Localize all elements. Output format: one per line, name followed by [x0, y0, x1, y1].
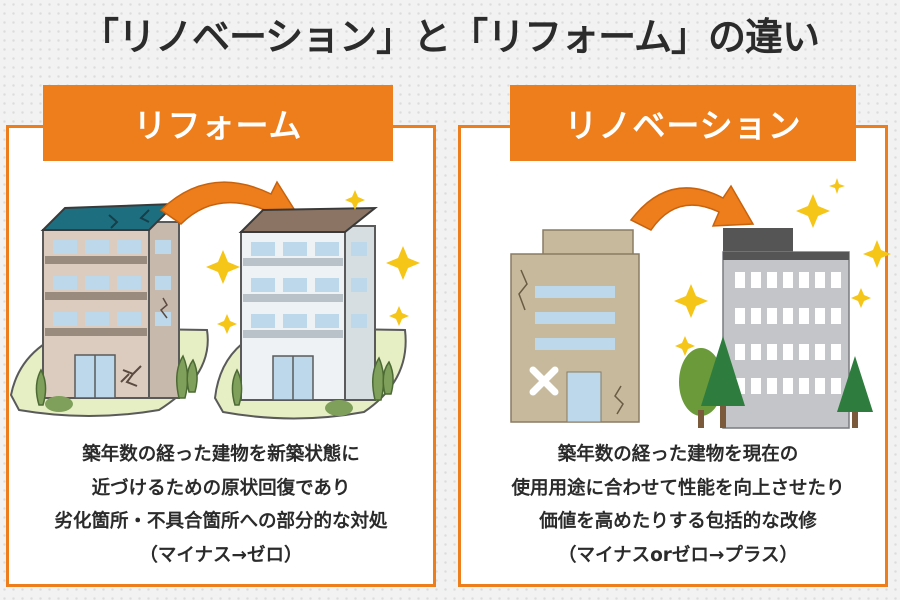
arrow-icon: [629, 184, 755, 231]
sparkle-icon: [206, 190, 420, 334]
renovation-heading: リノベーション: [510, 85, 856, 161]
renovation-line-2: 使用用途に合わせて性能を向上させたり: [511, 477, 845, 499]
reform-line-2: 近づけるための原状回復であり: [91, 477, 351, 499]
renovation-line-3: 価値を高めたりする包括的な改修: [539, 511, 817, 532]
reform-description: 築年数の経った建物を新築状態に 近づけるための原状回復であり 劣化箇所・不具合箇…: [9, 438, 433, 572]
renovation-line-1: 築年数の経った建物を現在の: [557, 444, 799, 465]
new-building-icon: [722, 228, 850, 429]
old-apartment-icon: [35, 202, 198, 412]
page-title: 「リノベーション」と「リフォーム」の違い: [80, 15, 820, 59]
reform-heading: リフォーム: [43, 85, 393, 161]
renewed-apartment-icon: [231, 206, 394, 416]
sparkle-icon: [674, 178, 891, 356]
renovation-line-4: （マイナスorゼロ→プラス）: [557, 544, 799, 566]
old-building-icon: [510, 229, 640, 423]
reform-line-4: （マイナス→ゼロ）: [139, 544, 303, 566]
renovation-illustration: [510, 178, 891, 429]
reform-line-1: 築年数の経った建物を新築状態に: [82, 444, 360, 465]
reform-illustration: [9, 180, 420, 420]
reform-line-3: 劣化箇所・不具合箇所への部分的な対処: [54, 511, 388, 532]
tree-icon: [679, 336, 873, 428]
renovation-description: 築年数の経った建物を現在の 使用用途に合わせて性能を向上させたり 価値を高めたり…: [461, 438, 895, 572]
